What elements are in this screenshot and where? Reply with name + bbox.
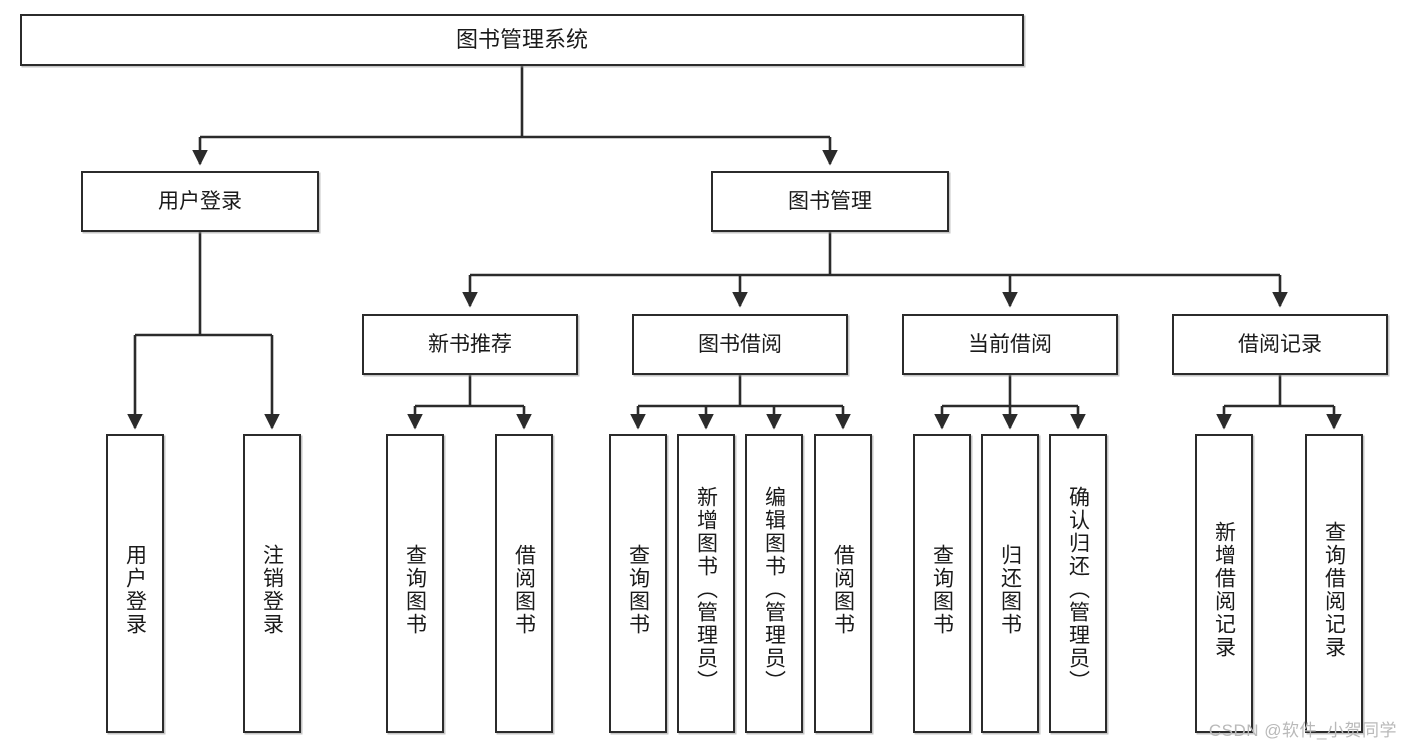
- leaf-user-login[interactable]: 用户登录: [106, 434, 164, 733]
- node-label: 借阅图书: [512, 544, 536, 636]
- node-label: 确认归还（管理员）: [1066, 486, 1090, 693]
- node-label: 借阅记录: [1238, 332, 1322, 356]
- leaf-current-confirm-return-admin[interactable]: 确认归还（管理员）: [1049, 434, 1107, 733]
- leaf-recommend-query-book[interactable]: 查询图书: [386, 434, 444, 733]
- node-root-system[interactable]: 图书管理系统: [20, 14, 1024, 66]
- node-label: 新增图书（管理员）: [694, 486, 718, 693]
- node-label: 借阅图书: [831, 544, 855, 636]
- node-label: 查询借阅记录: [1322, 521, 1346, 659]
- leaf-record-query-borrow-record[interactable]: 查询借阅记录: [1305, 434, 1363, 733]
- leaf-current-query-book[interactable]: 查询图书: [913, 434, 971, 733]
- leaf-borrow-edit-book-admin[interactable]: 编辑图书（管理员）: [745, 434, 803, 733]
- node-label: 编辑图书（管理员）: [762, 486, 786, 693]
- leaf-borrow-borrow-book[interactable]: 借阅图书: [814, 434, 872, 733]
- node-label: 图书管理系统: [455, 26, 588, 52]
- node-book-management[interactable]: 图书管理: [711, 171, 949, 232]
- watermark: CSDN @软件_小贺同学: [1208, 721, 1397, 740]
- node-label: 查询图书: [930, 544, 954, 636]
- node-label: 图书管理: [788, 189, 872, 213]
- leaf-record-add-borrow-record[interactable]: 新增借阅记录: [1195, 434, 1253, 733]
- node-label: 注销登录: [260, 544, 284, 636]
- node-new-book-recommend[interactable]: 新书推荐: [362, 314, 578, 375]
- node-label: 查询图书: [403, 544, 427, 636]
- node-label: 图书借阅: [698, 332, 782, 356]
- node-label: 用户登录: [123, 544, 147, 636]
- leaf-recommend-borrow-book[interactable]: 借阅图书: [495, 434, 553, 733]
- node-user-login[interactable]: 用户登录: [81, 171, 319, 232]
- node-label: 用户登录: [158, 189, 242, 213]
- node-book-borrow[interactable]: 图书借阅: [632, 314, 848, 375]
- node-label: 当前借阅: [968, 332, 1052, 356]
- node-label: 新书推荐: [428, 332, 512, 356]
- leaf-current-return-book[interactable]: 归还图书: [981, 434, 1039, 733]
- node-label: 新增借阅记录: [1212, 521, 1236, 659]
- node-label: 归还图书: [998, 544, 1022, 636]
- node-current-borrow[interactable]: 当前借阅: [902, 314, 1118, 375]
- node-label: 查询图书: [626, 544, 650, 636]
- node-borrow-record[interactable]: 借阅记录: [1172, 314, 1388, 375]
- leaf-user-logout[interactable]: 注销登录: [243, 434, 301, 733]
- leaf-borrow-query-book[interactable]: 查询图书: [609, 434, 667, 733]
- leaf-borrow-add-book-admin[interactable]: 新增图书（管理员）: [677, 434, 735, 733]
